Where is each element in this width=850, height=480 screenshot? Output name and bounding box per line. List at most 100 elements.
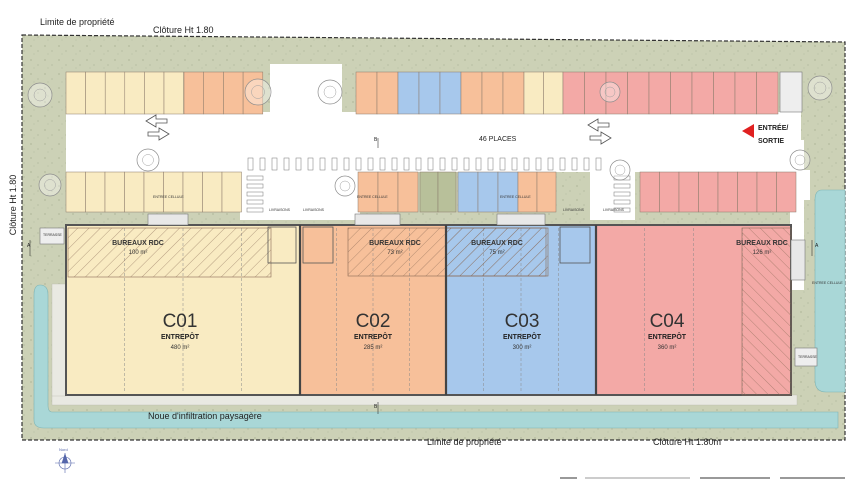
crosswalk-stripe bbox=[463, 157, 470, 171]
parking-bay bbox=[437, 171, 457, 213]
unit-use: ENTREPÔT bbox=[647, 334, 687, 341]
tree-icon bbox=[136, 148, 160, 172]
crosswalk-stripe bbox=[343, 157, 350, 171]
entrance-label-1: ENTREE CELLULE bbox=[153, 195, 184, 199]
parking-bay bbox=[691, 71, 714, 115]
parking-bay bbox=[627, 71, 650, 115]
tree-icon bbox=[604, 86, 616, 98]
unit-code: C01 bbox=[162, 311, 198, 332]
crosswalk-stripe bbox=[451, 157, 458, 171]
office-c02-label: BUREAUX RDC 73 m² bbox=[355, 240, 435, 256]
parking-bay bbox=[562, 71, 585, 115]
parking-bay bbox=[203, 71, 224, 115]
delivery-label-4: LIVRAISONS bbox=[603, 208, 625, 212]
parking-bay bbox=[182, 171, 203, 213]
parking-bay bbox=[698, 171, 719, 213]
crosswalk-stripe bbox=[535, 157, 542, 171]
parking-bay bbox=[357, 171, 379, 213]
parking-bay bbox=[144, 71, 165, 115]
parking-bay bbox=[183, 71, 204, 115]
fence-label-top: Clôture Ht 1.80 bbox=[153, 25, 214, 35]
section-a-right: A bbox=[815, 243, 819, 249]
office-area: 73 m² bbox=[387, 250, 403, 256]
parking-bay bbox=[734, 71, 757, 115]
property-limit-label-bottom: Limite de propriété bbox=[427, 437, 502, 447]
parking-bay bbox=[418, 71, 441, 115]
parking-bay bbox=[460, 71, 483, 115]
parking-bay bbox=[543, 71, 564, 115]
infiltration-swale bbox=[33, 189, 846, 429]
section-b-top: B bbox=[374, 137, 378, 143]
parking-bay bbox=[376, 71, 399, 115]
tree-icon bbox=[599, 81, 621, 103]
crosswalk-stripe bbox=[295, 157, 302, 171]
crosswalk-stripe bbox=[499, 157, 506, 171]
crosswalk-stripe bbox=[403, 157, 410, 171]
delivery-label-2: LIVRAISONS bbox=[303, 208, 325, 212]
crosswalk-stripe bbox=[391, 157, 398, 171]
tree-icon bbox=[244, 78, 272, 106]
section-b-bottom: B bbox=[374, 404, 378, 410]
unit-c02-label: C02 ENTREPÔT 285 m² bbox=[333, 311, 413, 352]
crosswalk-stripe bbox=[307, 157, 314, 171]
cell-entrances bbox=[147, 213, 806, 281]
parking-bay bbox=[756, 171, 777, 213]
crosswalk-stripe bbox=[246, 199, 264, 205]
parking-bay bbox=[85, 71, 106, 115]
office-c04-label: BUREAUX RDC 126 m² bbox=[728, 240, 796, 256]
unit-use: ENTREPÔT bbox=[353, 334, 393, 341]
crosswalk-stripe bbox=[379, 157, 386, 171]
parking-row-bottom bbox=[65, 171, 797, 213]
parking-bay bbox=[143, 171, 164, 213]
crosswalk-stripe bbox=[439, 157, 446, 171]
tree-icon bbox=[794, 154, 806, 166]
tree-icon bbox=[33, 88, 47, 102]
parking-bay bbox=[502, 71, 525, 115]
tree-icon bbox=[609, 159, 631, 181]
exit-label: SORTIE bbox=[758, 138, 785, 145]
parking-bay bbox=[717, 171, 738, 213]
parking-bay bbox=[523, 71, 544, 115]
refuse-areas bbox=[39, 71, 818, 367]
parking-bay bbox=[678, 171, 699, 213]
parking-bay bbox=[457, 171, 479, 213]
swale-label: Noue d'infiltration paysagère bbox=[148, 411, 262, 421]
parking-bay bbox=[124, 71, 145, 115]
parking-bay bbox=[737, 171, 758, 213]
parking-bay bbox=[65, 71, 86, 115]
parking-bay bbox=[104, 171, 125, 213]
tree-icon bbox=[38, 173, 62, 197]
parking-bay bbox=[670, 71, 693, 115]
parking-bay bbox=[517, 171, 538, 213]
office-area: 100 m² bbox=[128, 250, 148, 256]
entrance-label-4: ENTREE CELLULE bbox=[812, 281, 843, 285]
crosswalk-stripe bbox=[367, 157, 374, 171]
unit-area: 480 m² bbox=[170, 345, 190, 351]
refuse-label-2: TERRASSE bbox=[798, 355, 817, 359]
crosswalk-stripe bbox=[613, 191, 631, 197]
traffic-arrows bbox=[145, 114, 612, 145]
parking-bay bbox=[85, 171, 106, 213]
parking-bay bbox=[377, 171, 399, 213]
crosswalk-stripe bbox=[427, 157, 434, 171]
tree-icon bbox=[27, 82, 53, 108]
crosswalk-stripe bbox=[583, 157, 590, 171]
crosswalk-stripe bbox=[246, 183, 264, 189]
parking-bay bbox=[202, 171, 223, 213]
office-c01-label: BUREAUX RDC 100 m² bbox=[98, 240, 178, 256]
parking-bay bbox=[756, 71, 779, 115]
office-c03-label: BUREAUX RDC 75 m² bbox=[457, 240, 537, 256]
crosswalk-stripe bbox=[523, 157, 530, 171]
tree-icon bbox=[813, 81, 827, 95]
unit-code: C02 bbox=[355, 311, 391, 332]
unit-code: C03 bbox=[504, 311, 540, 332]
parking-bay bbox=[163, 171, 184, 213]
office-area: 75 m² bbox=[489, 250, 505, 256]
tree-icon bbox=[142, 154, 154, 166]
parking-bay bbox=[713, 71, 736, 115]
building-cells bbox=[65, 224, 792, 396]
parking-bay bbox=[397, 71, 420, 115]
parking-bay bbox=[639, 171, 660, 213]
section-markers bbox=[29, 138, 813, 414]
